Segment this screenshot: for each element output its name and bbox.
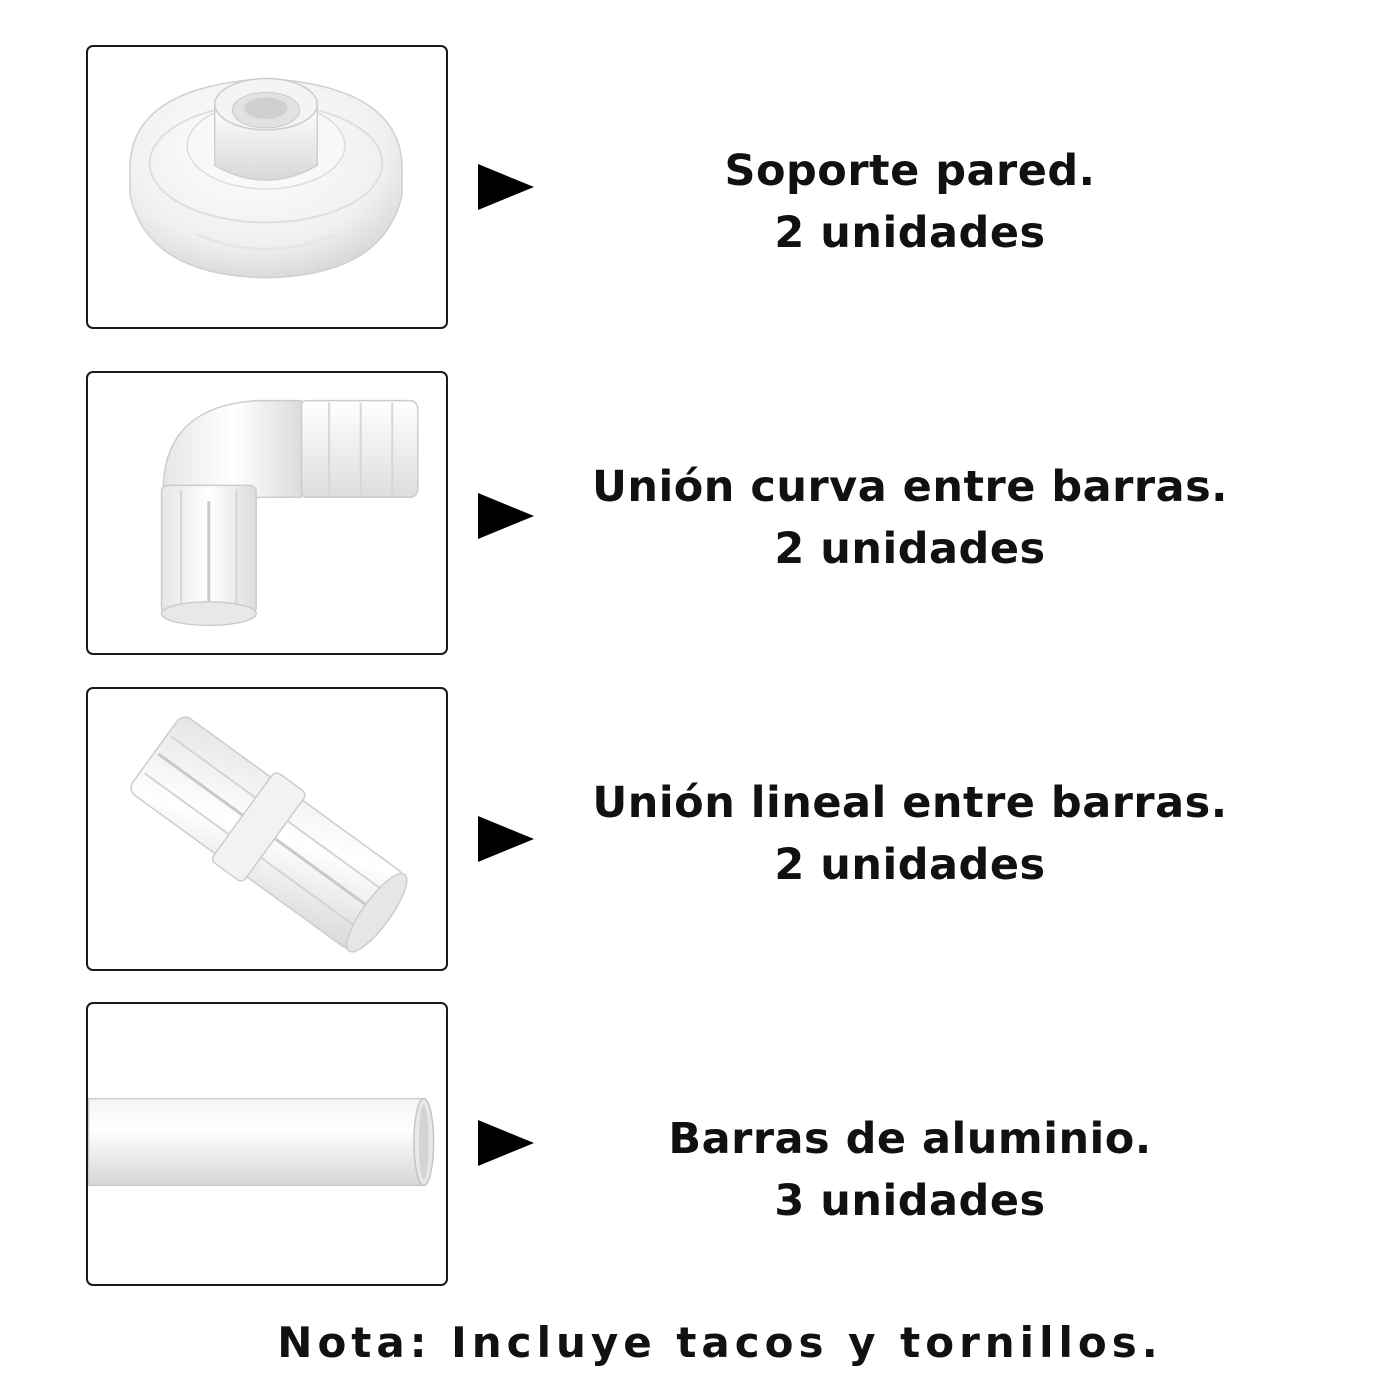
item-label: Barras de aluminio. 3 unidades bbox=[560, 1108, 1260, 1232]
item-image-linear-joint bbox=[86, 687, 448, 971]
item-title: Unión curva entre barras. bbox=[591, 462, 1229, 512]
aluminum-bar-icon bbox=[88, 1097, 435, 1187]
item-title: Barras de aluminio. bbox=[668, 1114, 1152, 1164]
wall-bracket-icon bbox=[129, 77, 403, 279]
linear-joint-icon bbox=[130, 716, 408, 953]
item-quantity: 2 unidades bbox=[774, 208, 1046, 258]
item-quantity: 2 unidades bbox=[774, 840, 1046, 890]
item-quantity: 3 unidades bbox=[774, 1176, 1046, 1226]
arrow-icon bbox=[478, 816, 534, 862]
item-label: Soporte pared. 2 unidades bbox=[560, 140, 1260, 264]
item-title: Soporte pared. bbox=[724, 146, 1096, 196]
arrow-icon bbox=[478, 1120, 534, 1166]
arrow-icon bbox=[478, 493, 534, 539]
item-image-wall-bracket bbox=[86, 45, 448, 329]
note-text: Nota: Incluye tacos y tornillos. bbox=[277, 1318, 1163, 1367]
arrow-icon bbox=[478, 164, 534, 210]
item-label: Unión curva entre barras. 2 unidades bbox=[560, 456, 1260, 580]
elbow-joint-icon bbox=[160, 399, 419, 627]
item-image-elbow-joint bbox=[86, 371, 448, 655]
item-title: Unión lineal entre barras. bbox=[592, 778, 1228, 828]
item-quantity: 2 unidades bbox=[774, 524, 1046, 574]
item-image-aluminum-bar bbox=[86, 1002, 448, 1286]
item-label: Unión lineal entre barras. 2 unidades bbox=[560, 772, 1260, 896]
